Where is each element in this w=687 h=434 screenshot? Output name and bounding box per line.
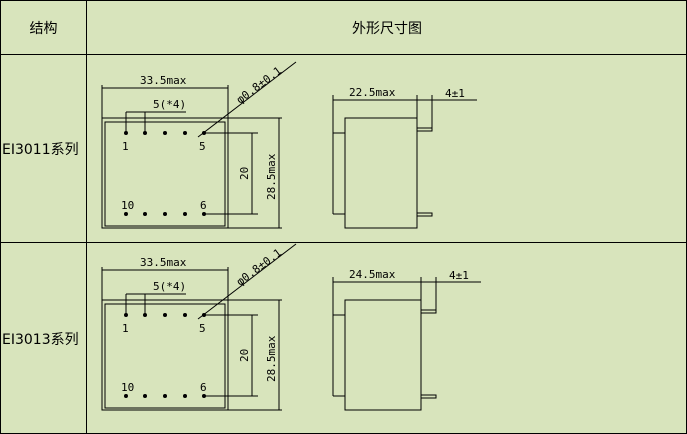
side-view-body [344,117,418,229]
transformer-inner-outline [104,303,226,409]
depth-label: 22.5max [349,86,396,99]
pin-dot [143,394,147,398]
pin-dot [163,131,167,135]
column-divider [86,0,87,434]
pitch-label: 5(*4) [153,98,186,111]
pin-dot [124,394,128,398]
pin-dot [163,212,167,216]
height-label: 28.5max [265,153,278,200]
row-divider [0,54,687,55]
pin-label: 5 [199,322,206,335]
header-structure: 结构 [29,20,58,37]
pin-span-label: 20 [238,349,251,362]
row-divider [0,242,687,243]
header-dimension-drawing: 外形尺寸图 [352,20,422,37]
side-pin [416,127,433,132]
model-ei3011: EI3011系列 [2,142,79,158]
width-label: 33.5max [140,256,187,269]
side-view-body [344,299,422,411]
pitch-label: 5(*4) [153,280,186,293]
pin-label: 10 [121,199,134,212]
pin-diameter-label: φ0.8±0.1 [234,64,284,106]
pin-dot [183,131,187,135]
pin-diameter-leader [197,243,297,320]
pin-dot [183,313,187,317]
table-border-top [0,0,687,1]
table-border-left [0,0,1,434]
pin-label: 5 [199,140,206,153]
side-pin [420,309,437,314]
pin-dot [143,313,147,317]
transformer-outline [101,299,229,411]
pin-dot [143,131,147,135]
pin-dot [124,313,128,317]
side-pin [420,394,437,399]
side-pin [416,212,433,217]
width-label: 33.5max [140,74,187,87]
pin-diameter-label: φ0.8±0.1 [234,246,284,288]
pin-dot [183,394,187,398]
pin-dot [183,212,187,216]
transformer-inner-outline [104,121,226,227]
model-ei3013: EI3013系列 [2,331,79,348]
pin-label: 1 [122,322,129,335]
pin-label: 1 [122,140,129,153]
pin-dot [124,131,128,135]
transformer-outline [101,117,229,229]
pin-length-label: 4±1 [449,269,469,282]
height-label: 28.5max [265,335,278,382]
drawing-0: 33.5max 5(*4) 1 5 10 6 20 28.5max φ0.8±0.1 22.5ma… [101,61,477,229]
pin-diameter-leader [197,61,297,138]
pin-dot [163,394,167,398]
pin-length-label: 4±1 [445,87,465,100]
depth-label: 24.5max [349,268,396,281]
pin-span-label: 20 [238,167,251,180]
drawing-1: 33.5max 5(*4) 1 5 10 6 20 28.5max φ0.8±0.1 24.5ma… [101,243,481,411]
pin-dot [163,313,167,317]
pin-dot [124,212,128,216]
pin-label: 6 [200,381,207,394]
pin-dot [143,212,147,216]
pin-label: 10 [121,381,134,394]
pin-label: 6 [200,199,207,212]
